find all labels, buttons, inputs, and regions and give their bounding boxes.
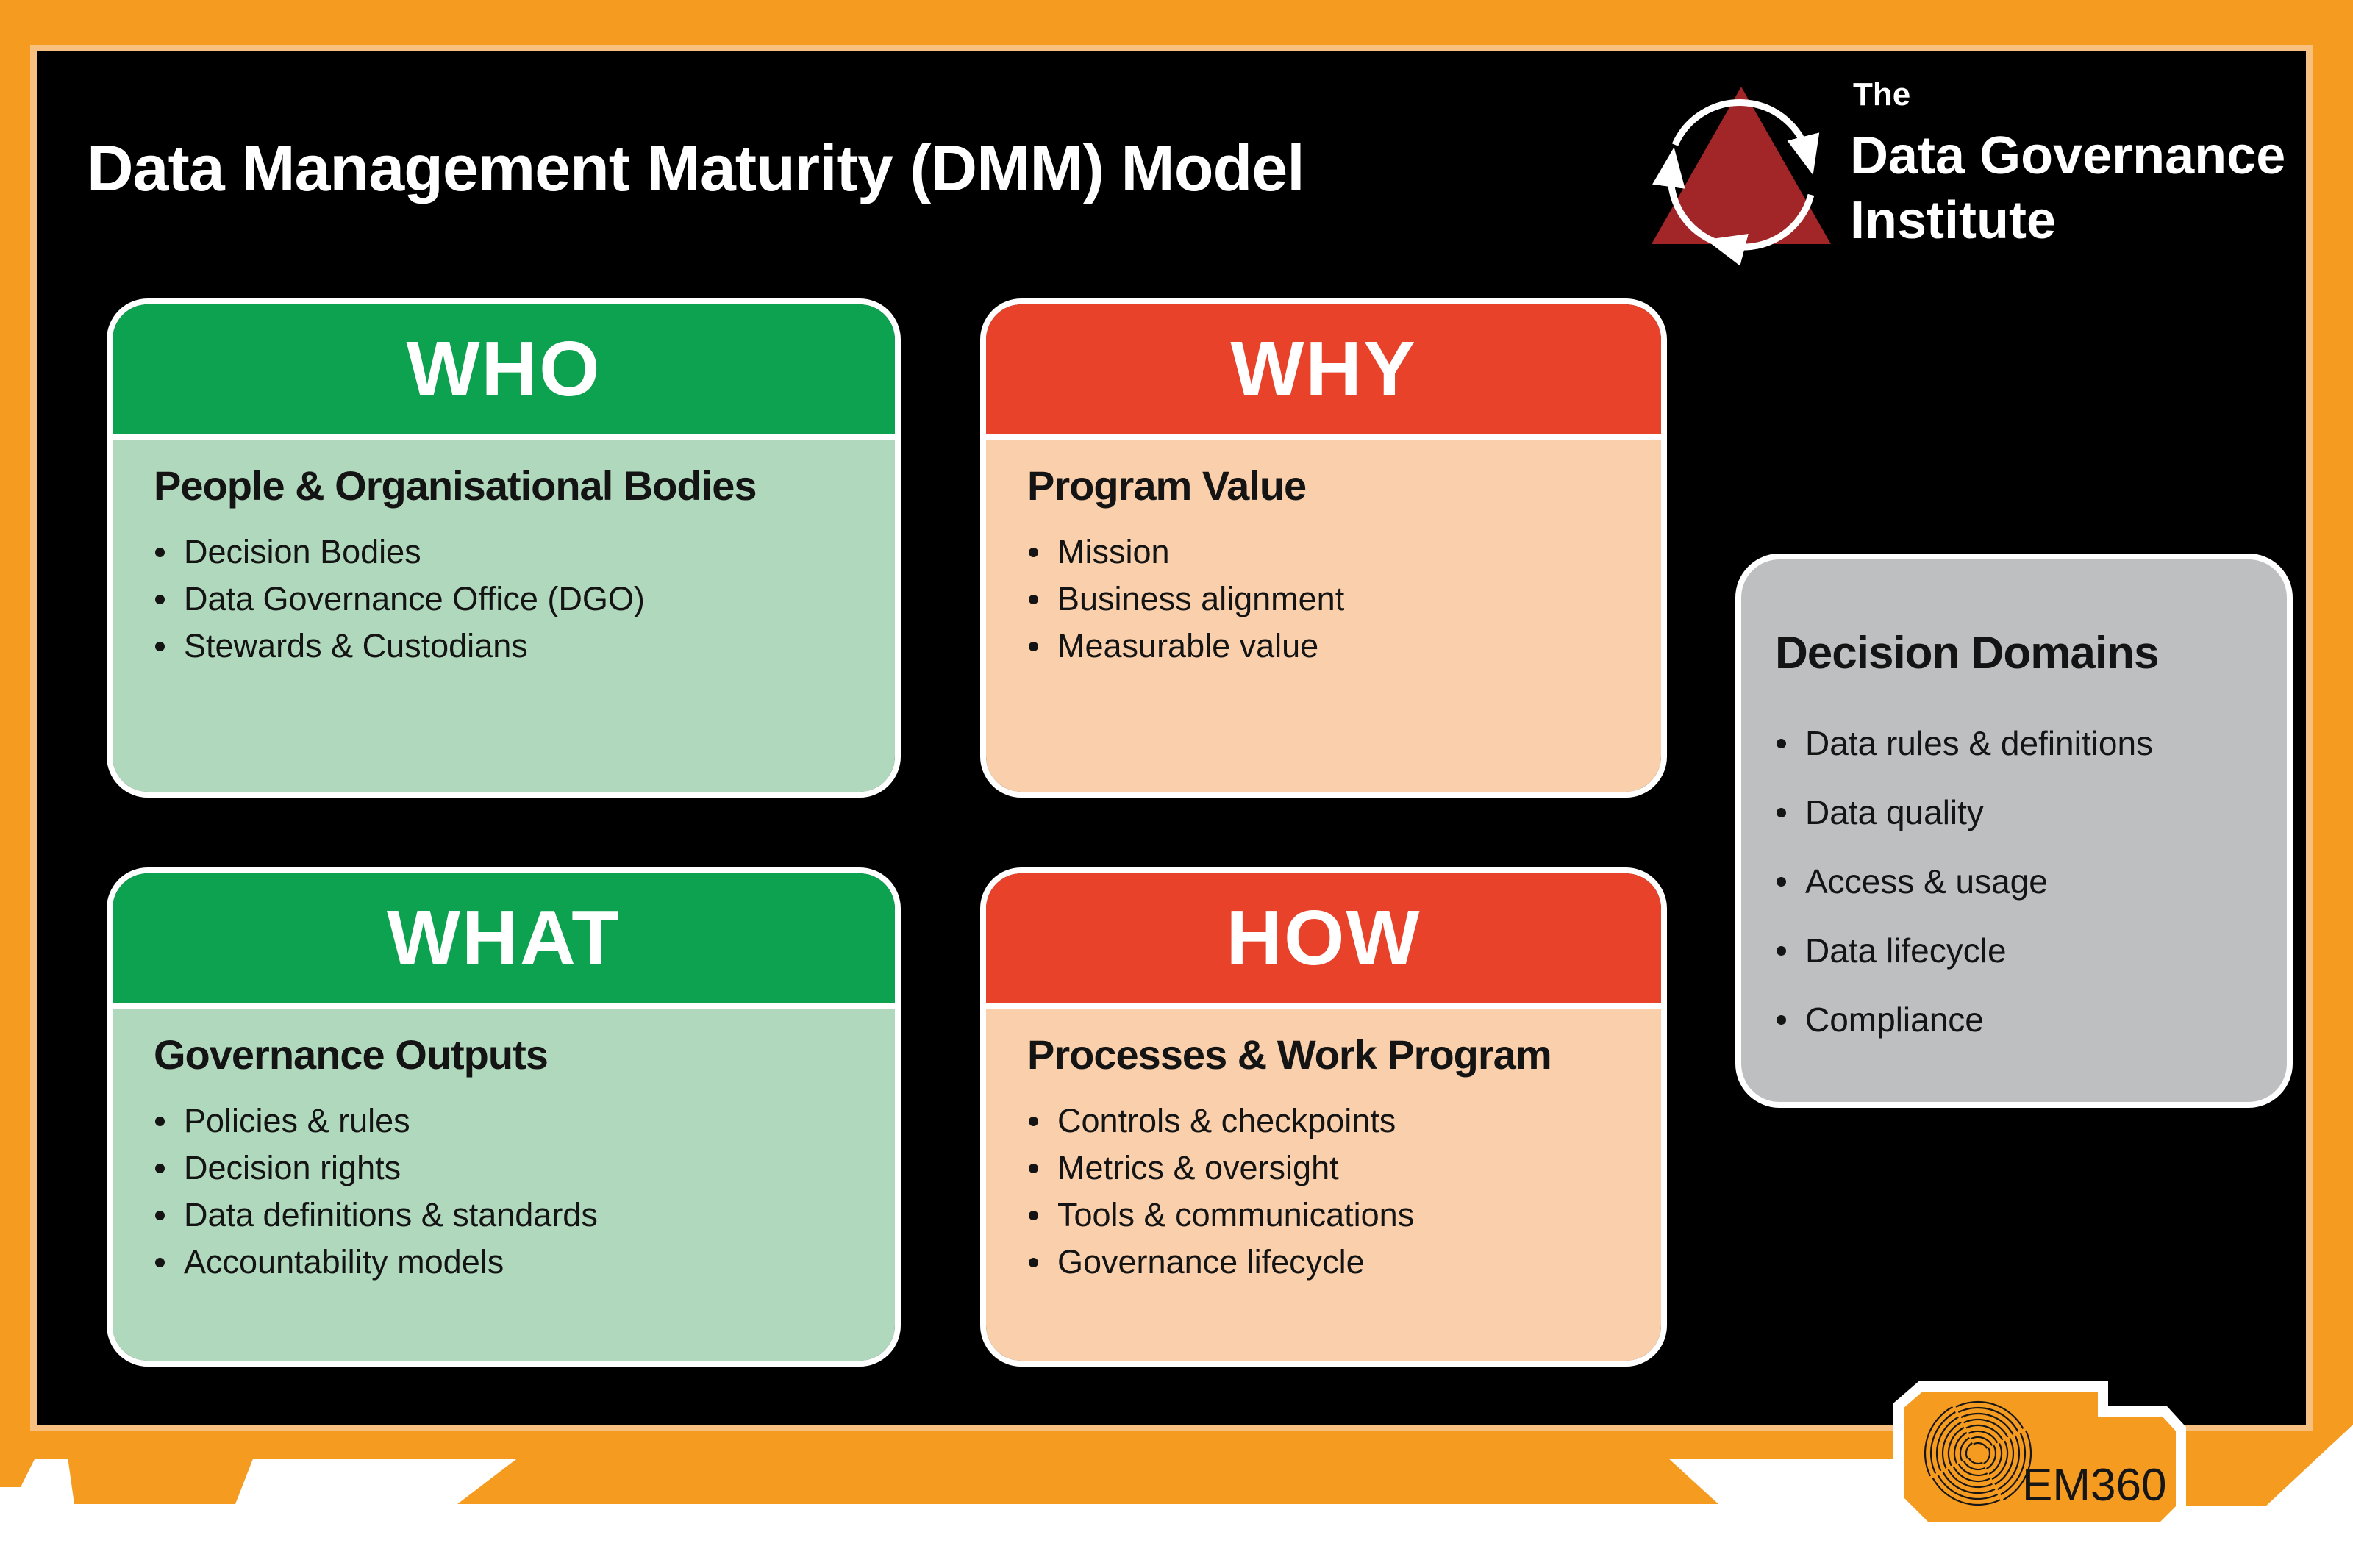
list-item: Data lifecycle xyxy=(1775,916,2257,985)
decision-domains-heading: Decision Domains xyxy=(1775,628,2159,679)
list-item-label: Decision rights xyxy=(184,1149,401,1186)
list-item: Policies & rules xyxy=(154,1098,854,1145)
list-item: Tools & communications xyxy=(1027,1192,1620,1239)
list-item: Stewards & Custodians xyxy=(154,623,854,670)
list-item: Decision Bodies xyxy=(154,529,854,576)
list-item-label: Metrics & oversight xyxy=(1057,1149,1339,1186)
list-item: Mission xyxy=(1027,529,1620,576)
bullet-dot xyxy=(1777,876,1786,887)
list-item: Business alignment xyxy=(1027,576,1620,623)
list-item-label: Decision Bodies xyxy=(184,533,421,570)
list-item: Data rules & definitions xyxy=(1775,709,2257,778)
list-item-label: Controls & checkpoints xyxy=(1057,1102,1396,1139)
bullet-dot xyxy=(1777,807,1786,817)
list-item: Data quality xyxy=(1775,778,2257,847)
list-item-label: Business alignment xyxy=(1057,580,1345,617)
card-why-heading: Program Value xyxy=(1027,462,1307,509)
card-why-header: WHY xyxy=(986,304,1661,440)
card-what-header: WHAT xyxy=(113,873,895,1009)
page-title: Data Management Maturity (DMM) Model xyxy=(87,132,1305,204)
card-what-label: WHAT xyxy=(386,894,621,981)
card-why: WHY Program Value Mission Business align… xyxy=(980,298,1667,798)
list-item: Decision rights xyxy=(154,1145,854,1192)
dgi-the: The xyxy=(1853,76,1911,112)
bullet-dot xyxy=(155,547,165,557)
bullet-dot xyxy=(1029,1257,1038,1267)
bullet-dot xyxy=(1029,1163,1038,1173)
card-who-header: WHO xyxy=(113,304,895,440)
list-item-label: Data definitions & standards xyxy=(184,1196,598,1234)
card-who-label: WHO xyxy=(406,325,601,412)
bullet-dot xyxy=(155,1210,165,1220)
list-item-label: Data quality xyxy=(1805,793,1984,831)
list-item-label: Data rules & definitions xyxy=(1805,724,2154,762)
bullet-dot xyxy=(155,641,165,651)
decision-domains-list: Data rules & definitions Data quality Ac… xyxy=(1775,709,2257,1054)
list-item-label: Data Governance Office (DGO) xyxy=(184,580,645,617)
list-item-label: Compliance xyxy=(1805,1000,1984,1039)
card-how: HOW Processes & Work Program Controls & … xyxy=(980,867,1667,1367)
dgi-triangle xyxy=(1652,87,1831,244)
list-item-label: Access & usage xyxy=(1805,862,2048,901)
bullet-dot xyxy=(1029,594,1038,604)
bullet-dot xyxy=(155,1116,165,1126)
list-item-label: Data lifecycle xyxy=(1805,931,2007,970)
card-who-body: People & Organisational Bodies Decision … xyxy=(113,440,895,792)
dgi-name-line1: Data Governance xyxy=(1850,126,2286,185)
bullet-dot xyxy=(155,594,165,604)
card-who-list: Decision Bodies Data Governance Office (… xyxy=(154,529,854,670)
bullet-dot xyxy=(1029,1210,1038,1220)
list-item-label: Mission xyxy=(1057,533,1170,570)
list-item: Data definitions & standards xyxy=(154,1192,854,1239)
em360-badge-label: EM360 xyxy=(2022,1460,2166,1511)
list-item: Controls & checkpoints xyxy=(1027,1098,1620,1145)
bullet-dot xyxy=(1777,1014,1786,1025)
bullet-dot xyxy=(1029,1116,1038,1126)
bullet-dot xyxy=(1029,641,1038,651)
card-what-body: Governance Outputs Policies & rules Deci… xyxy=(113,1009,895,1361)
card-why-body: Program Value Mission Business alignment… xyxy=(986,440,1661,792)
dgi-cycle-arrows xyxy=(1652,99,1820,266)
list-item-label: Stewards & Custodians xyxy=(184,627,528,665)
card-how-list: Controls & checkpoints Metrics & oversig… xyxy=(1027,1098,1620,1286)
list-item-label: Measurable value xyxy=(1057,627,1319,665)
card-what: WHAT Governance Outputs Policies & rules… xyxy=(107,867,901,1367)
bullet-dot xyxy=(155,1257,165,1267)
list-item-label: Governance lifecycle xyxy=(1057,1243,1365,1281)
card-why-list: Mission Business alignment Measurable va… xyxy=(1027,529,1620,670)
list-item: Compliance xyxy=(1775,985,2257,1054)
card-what-list: Policies & rules Decision rights Data de… xyxy=(154,1098,854,1286)
card-how-body: Processes & Work Program Controls & chec… xyxy=(986,1009,1661,1361)
dgi-logo-icon xyxy=(1652,87,1831,266)
list-item: Measurable value xyxy=(1027,623,1620,670)
list-item: Access & usage xyxy=(1775,847,2257,916)
card-why-label: WHY xyxy=(1230,325,1417,412)
decision-domains-panel: Decision Domains Data rules & definition… xyxy=(1735,554,2293,1108)
list-item-label: Accountability models xyxy=(184,1243,504,1281)
list-item-label: Tools & communications xyxy=(1057,1196,1415,1234)
list-item: Accountability models xyxy=(154,1239,854,1286)
card-how-label: HOW xyxy=(1226,894,1421,981)
dgi-name-line2: Institute xyxy=(1850,191,2056,250)
card-how-header: HOW xyxy=(986,873,1661,1009)
list-item: Governance lifecycle xyxy=(1027,1239,1620,1286)
dgi-logo-text: The Data Governance Institute xyxy=(1850,76,2285,253)
bullet-dot xyxy=(1777,945,1786,956)
card-who-heading: People & Organisational Bodies xyxy=(154,462,757,509)
bullet-dot xyxy=(1029,547,1038,557)
list-item: Data Governance Office (DGO) xyxy=(154,576,854,623)
list-item-label: Policies & rules xyxy=(184,1102,410,1139)
em360-badge: EM360 xyxy=(1893,1381,2186,1533)
card-how-heading: Processes & Work Program xyxy=(1027,1031,1552,1078)
card-who: WHO People & Organisational Bodies Decis… xyxy=(107,298,901,798)
list-item: Metrics & oversight xyxy=(1027,1145,1620,1192)
card-what-heading: Governance Outputs xyxy=(154,1031,549,1078)
bullet-dot xyxy=(1777,738,1786,748)
bullet-dot xyxy=(155,1163,165,1173)
